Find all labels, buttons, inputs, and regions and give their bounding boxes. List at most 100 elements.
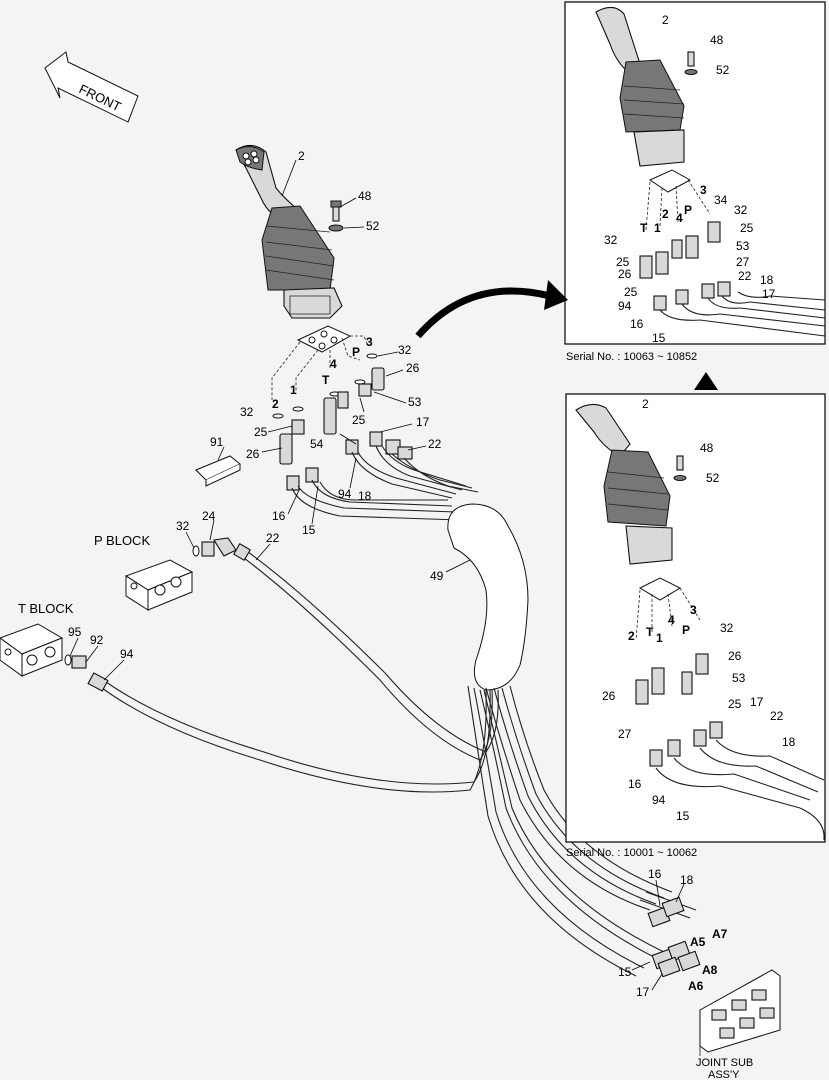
inset-top-label-17: 17 <box>762 287 776 301</box>
inset-bottom-label-27: 27 <box>618 727 632 741</box>
label-26-top: 26 <box>406 361 420 375</box>
inset-bottom-label-2b: 2 <box>628 629 635 643</box>
inset-top-label-16: 16 <box>630 317 644 331</box>
serial-bottom-caption: Serial No. : 10001 ~ 10062 <box>566 847 697 859</box>
label-port-p: P <box>352 345 360 359</box>
inset-top-label-48: 48 <box>710 33 724 47</box>
inset-top-label-25c: 25 <box>624 285 638 299</box>
label-2: 2 <box>298 149 305 163</box>
p-block <box>124 559 194 611</box>
label-16: 16 <box>272 509 286 523</box>
label-53: 53 <box>408 395 422 409</box>
label-32-pblock: 32 <box>176 519 190 533</box>
inset-top-label-26: 26 <box>618 267 632 281</box>
label-52: 52 <box>366 219 380 233</box>
label-port-t: T <box>322 373 330 387</box>
inset-bottom-label-1: 1 <box>656 631 663 645</box>
t-block-label: T BLOCK <box>18 601 74 616</box>
inset-bottom-label-94: 94 <box>652 793 666 807</box>
joint-sub-label-line1: JOINT SUB <box>696 1057 753 1069</box>
joint-label-a5: A5 <box>690 935 706 949</box>
label-92: 92 <box>90 633 104 647</box>
inset-bottom-label-15: 15 <box>676 809 690 823</box>
inset-bottom-label-26b: 26 <box>602 689 616 703</box>
label-95: 95 <box>68 625 82 639</box>
leader-lines <box>69 159 685 991</box>
label-25-left: 25 <box>254 425 268 439</box>
inset-top-label-34: 34 <box>714 193 728 207</box>
bracket-91 <box>195 455 241 487</box>
label-17: 17 <box>416 415 430 429</box>
main-flange-plate <box>271 325 369 400</box>
protective-sheath-49 <box>447 503 529 691</box>
joint-sub-label-line2: ASS'Y <box>708 1069 740 1080</box>
block-hoses <box>101 548 499 793</box>
label-54: 54 <box>310 437 324 451</box>
label-port-3: 3 <box>366 335 373 349</box>
inset-top-frame <box>564 1 826 345</box>
inset-top-label-25b: 25 <box>616 255 630 269</box>
label-18: 18 <box>358 489 372 503</box>
joint-label-18: 18 <box>680 873 694 887</box>
curved-pointer-arrow <box>415 287 551 339</box>
label-22-top: 22 <box>428 437 442 451</box>
inset-top-label-3: 3 <box>700 183 707 197</box>
label-49: 49 <box>430 569 444 583</box>
inset-bottom-label-48: 48 <box>700 441 714 455</box>
inset-bottom-label-53: 53 <box>732 671 746 685</box>
bolt-48 <box>328 200 344 232</box>
inset-bottom-label-4: 4 <box>668 613 675 627</box>
joint-label-a6: A6 <box>688 979 704 993</box>
inset-bottom-frame <box>565 393 826 843</box>
inset-top-label-53: 53 <box>736 239 750 253</box>
inset-bottom-label-18: 18 <box>782 735 796 749</box>
label-25-right: 25 <box>352 413 366 427</box>
inset-bottom-label-t: T <box>646 625 654 639</box>
label-91: 91 <box>210 435 224 449</box>
inset-bottom-label-2: 2 <box>642 397 649 411</box>
inset-bottom-label-16: 16 <box>628 777 642 791</box>
inset-top-joystick <box>595 6 826 337</box>
main-fittings <box>272 353 413 491</box>
label-24: 24 <box>202 509 216 523</box>
joint-label-16: 16 <box>648 867 662 881</box>
inset-bottom-label-17: 17 <box>750 695 764 709</box>
fitting-24 <box>192 537 251 561</box>
label-port-2: 2 <box>272 397 279 411</box>
inset-top-label-t: T <box>640 221 648 235</box>
inset-bottom-label-p: P <box>682 623 690 637</box>
inset-bottom-joystick <box>575 403 825 841</box>
inset-top-label-27: 27 <box>736 255 750 269</box>
label-15: 15 <box>302 523 316 537</box>
inset-bottom-label-3: 3 <box>690 603 697 617</box>
inset-top-label-94: 94 <box>618 299 632 313</box>
inset-top-label-52: 52 <box>716 63 730 77</box>
inset-top-label-4: 4 <box>676 211 683 225</box>
front-arrow: FRONT <box>44 51 139 123</box>
inset-bottom-label-25: 25 <box>728 697 742 711</box>
label-port-4: 4 <box>330 357 337 371</box>
label-48: 48 <box>358 189 372 203</box>
inset-top-label-2: 2 <box>662 13 669 27</box>
label-26-left: 26 <box>246 447 260 461</box>
inset-top-label-22: 22 <box>738 269 752 283</box>
inset-bottom-label-52: 52 <box>706 471 720 485</box>
inset-top-label-2b: 2 <box>662 207 669 221</box>
inset-top-label-32a: 32 <box>734 203 748 217</box>
fittings-95-92 <box>64 654 109 692</box>
inset-top-label-15: 15 <box>652 331 666 345</box>
label-22-pblock: 22 <box>266 531 280 545</box>
main-hoses <box>291 445 479 521</box>
inset-top-label-25a: 25 <box>740 221 754 235</box>
joint-label-17: 17 <box>636 985 650 999</box>
serial-top-caption: Serial No. : 10063 ~ 10852 <box>566 351 697 363</box>
label-32-left: 32 <box>240 405 254 419</box>
label-32-top: 32 <box>398 343 412 357</box>
upward-triangle-icon <box>694 372 718 390</box>
joint-label-15: 15 <box>618 965 632 979</box>
inset-bottom-label-22: 22 <box>770 709 784 723</box>
joint-label-a7: A7 <box>712 927 728 941</box>
t-block <box>0 623 64 677</box>
